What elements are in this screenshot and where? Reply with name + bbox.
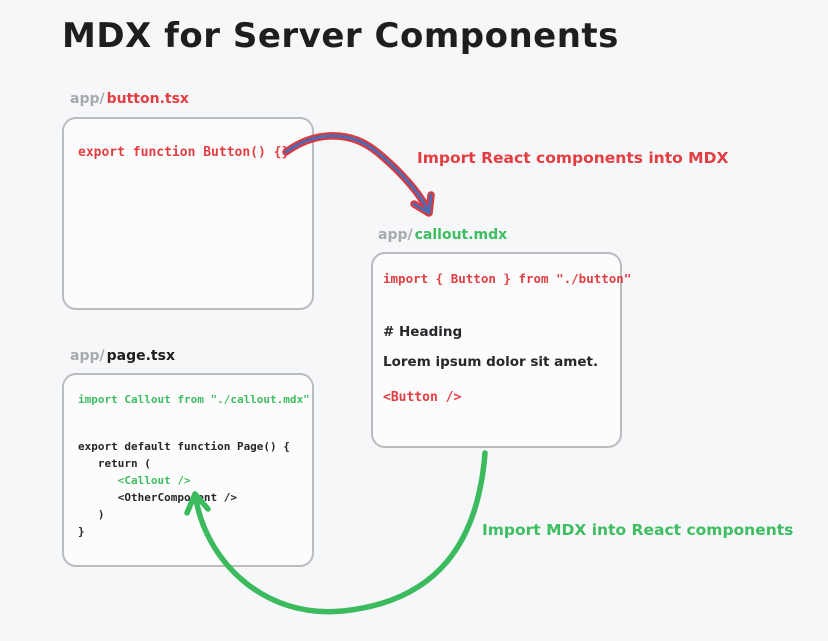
diagram-title: MDX for Server Components: [62, 16, 619, 56]
code-line: <Button />: [383, 390, 462, 405]
file-label-prefix: app/: [70, 91, 105, 107]
code-line: export function Button() {}: [78, 145, 290, 160]
markdown-heading-line: # Heading: [383, 324, 463, 340]
code-box-button-tsx: export function Button() {}: [62, 117, 314, 310]
code-line: import Callout from "./callout.mdx": [78, 393, 310, 406]
file-label-name: page.tsx: [106, 348, 175, 364]
annotation-import-react-into-mdx: Import React components into MDX: [417, 149, 729, 167]
file-label-name: button.tsx: [106, 91, 189, 107]
annotation-import-mdx-into-react: Import MDX into React components: [482, 521, 794, 539]
markdown-text-line: Lorem ipsum dolor sit amet.: [383, 354, 599, 370]
code-box-callout-mdx: import { Button } from "./button" # Head…: [371, 252, 632, 448]
file-label-page-tsx: app/page.tsx: [70, 348, 175, 364]
file-label-prefix: app/: [378, 227, 413, 243]
file-label-prefix: app/: [70, 348, 105, 364]
code-line: ): [78, 508, 105, 521]
file-label-name: callout.mdx: [414, 227, 508, 243]
code-line: <Callout />: [78, 474, 191, 487]
file-label-button-tsx: app/button.tsx: [70, 91, 189, 107]
code-line: <OtherComponent />: [78, 491, 237, 504]
code-line: return (: [78, 457, 151, 470]
file-label-callout-mdx: app/callout.mdx: [378, 227, 507, 243]
code-line: import { Button } from "./button": [383, 271, 632, 286]
code-line: export default function Page() {: [78, 440, 290, 453]
code-line: }: [78, 525, 85, 538]
code-box-page-tsx: import Callout from "./callout.mdx" expo…: [62, 373, 314, 567]
